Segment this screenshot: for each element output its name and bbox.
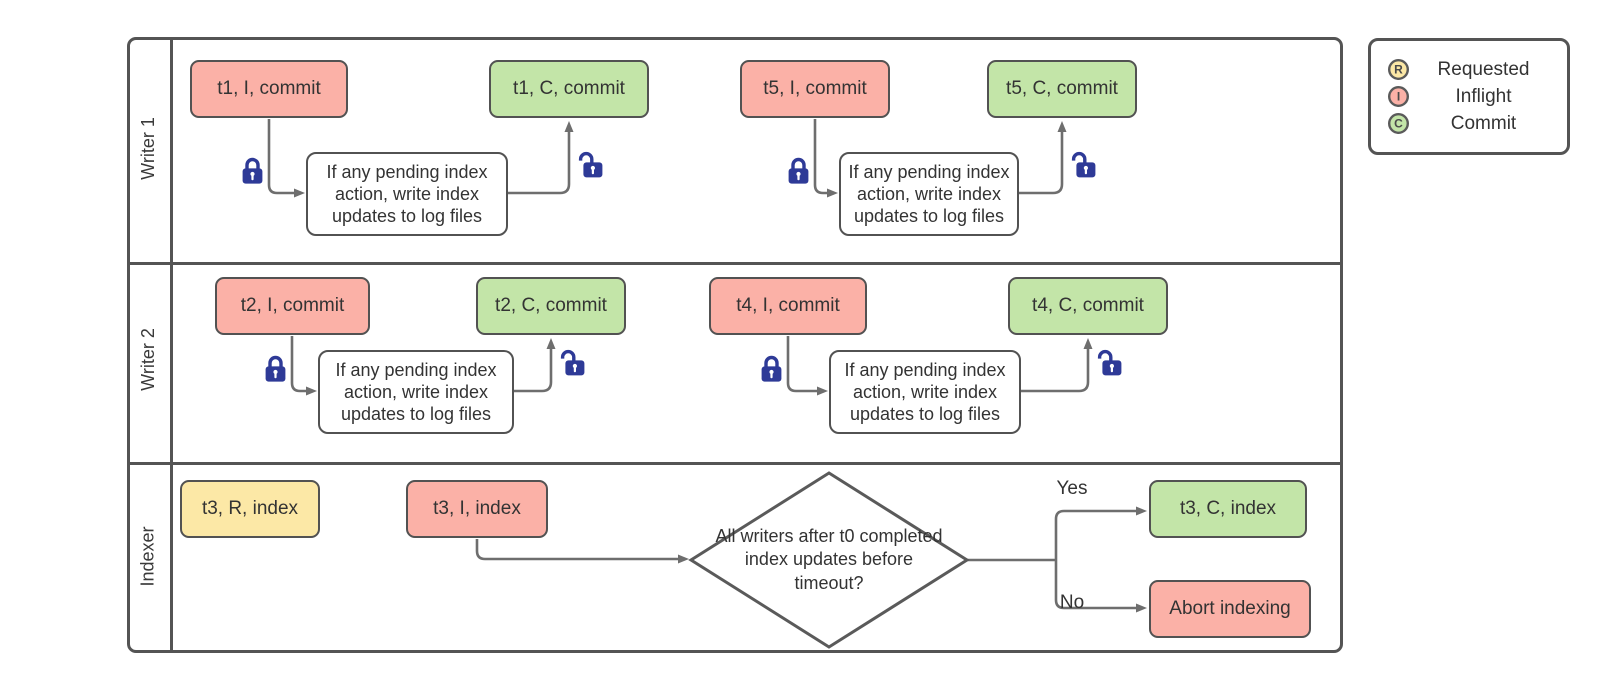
legend-item-inflight: I Inflight xyxy=(1387,83,1557,110)
node-t1-inflight-label: t1, I, commit xyxy=(217,78,321,99)
legend-label-requested: Requested xyxy=(1437,58,1530,80)
node-abort-indexing: Abort indexing xyxy=(1149,580,1311,638)
svg-text:R: R xyxy=(1394,63,1403,77)
open-lock-icon xyxy=(1095,347,1122,383)
node-t2-inflight-label: t2, I, commit xyxy=(240,295,345,316)
node-t2-commit-label: t2, C, commit xyxy=(495,295,607,316)
decision-diamond xyxy=(688,471,970,649)
connector-proc-to-t4c xyxy=(1021,338,1093,393)
node-t5-inflight: t5, I, commit xyxy=(740,60,890,118)
node-t1-inflight: t1, I, commit xyxy=(190,60,348,118)
closed-lock-icon xyxy=(759,353,784,389)
process-box-w1b: If any pending index action, write index… xyxy=(839,152,1019,236)
node-t3-requested-label: t3, R, index xyxy=(201,498,299,519)
lane-header-divider xyxy=(170,40,173,650)
yes-label: Yes xyxy=(1056,478,1088,499)
process-box-w1a-label: If any pending index action, write index… xyxy=(326,161,488,227)
node-t4-commit: t4, C, commit xyxy=(1008,277,1168,335)
process-box-w2a-label: If any pending index action, write index… xyxy=(335,359,497,425)
node-t3-commit: t3, C, index xyxy=(1149,480,1307,538)
process-box-w2b: If any pending index action, write index… xyxy=(829,350,1021,434)
connector-t1i-to-proc xyxy=(267,119,305,198)
requested-status-icon: R xyxy=(1387,58,1410,81)
inflight-status-icon: I xyxy=(1387,85,1410,108)
node-t2-inflight: t2, I, commit xyxy=(215,277,370,335)
node-t5-inflight-label: t5, I, commit xyxy=(763,78,867,99)
legend-item-requested: R Requested xyxy=(1387,56,1557,83)
node-t3-commit-label: t3, C, index xyxy=(1179,498,1277,519)
lane-divider-2 xyxy=(130,462,1340,465)
node-t4-inflight-label: t4, I, commit xyxy=(736,295,840,316)
connector-t3i-to-decision xyxy=(475,539,689,564)
decision-label: All writers after t0 completed index upd… xyxy=(714,525,944,595)
no-label: No xyxy=(1059,592,1085,613)
process-box-w2b-label: If any pending index action, write index… xyxy=(844,359,1006,425)
decision-label-text: All writers after t0 completed index upd… xyxy=(715,525,943,593)
node-t4-commit-label: t4, C, commit xyxy=(1032,295,1144,316)
legend-label-inflight: Inflight xyxy=(1455,85,1512,107)
connector-t4i-to-proc xyxy=(786,336,828,396)
connector-proc-to-t5c xyxy=(1019,121,1067,195)
process-box-w2a: If any pending index action, write index… xyxy=(318,350,514,434)
legend-item-commit: C Commit xyxy=(1387,110,1557,137)
connector-t2i-to-proc xyxy=(290,336,317,396)
legend-label-commit: Commit xyxy=(1450,112,1517,134)
connector-t5i-to-proc xyxy=(813,119,838,198)
legend: R Requested I Inflight C Commit xyxy=(1368,38,1570,155)
process-box-w1b-label: If any pending index action, write index… xyxy=(848,161,1010,227)
node-t3-inflight: t3, I, index xyxy=(406,480,548,538)
lane-divider-1 xyxy=(130,262,1340,265)
svg-text:C: C xyxy=(1394,117,1403,131)
closed-lock-icon xyxy=(786,155,811,191)
commit-status-icon: C xyxy=(1387,112,1410,135)
open-lock-icon xyxy=(558,347,585,383)
connector-proc-to-t2c xyxy=(514,338,556,393)
connector-yes-branch xyxy=(1054,506,1147,560)
node-t3-requested: t3, R, index xyxy=(180,480,320,538)
node-t5-commit: t5, C, commit xyxy=(987,60,1137,118)
node-abort-indexing-label: Abort indexing xyxy=(1169,598,1291,619)
svg-text:I: I xyxy=(1397,90,1400,104)
process-box-w1a: If any pending index action, write index… xyxy=(306,152,508,236)
open-lock-icon xyxy=(1069,149,1096,185)
open-lock-icon xyxy=(576,149,603,185)
node-t5-commit-label: t5, C, commit xyxy=(1006,78,1118,99)
closed-lock-icon xyxy=(263,353,288,389)
closed-lock-icon xyxy=(240,155,265,191)
node-t2-commit: t2, C, commit xyxy=(476,277,626,335)
node-t1-commit: t1, C, commit xyxy=(489,60,649,118)
node-t3-inflight-label: t3, I, index xyxy=(433,498,521,519)
node-t1-commit-label: t1, C, commit xyxy=(513,78,625,99)
node-t4-inflight: t4, I, commit xyxy=(709,277,867,335)
connector-no-branch xyxy=(1054,560,1147,613)
connector-proc-to-t1c xyxy=(508,121,574,195)
